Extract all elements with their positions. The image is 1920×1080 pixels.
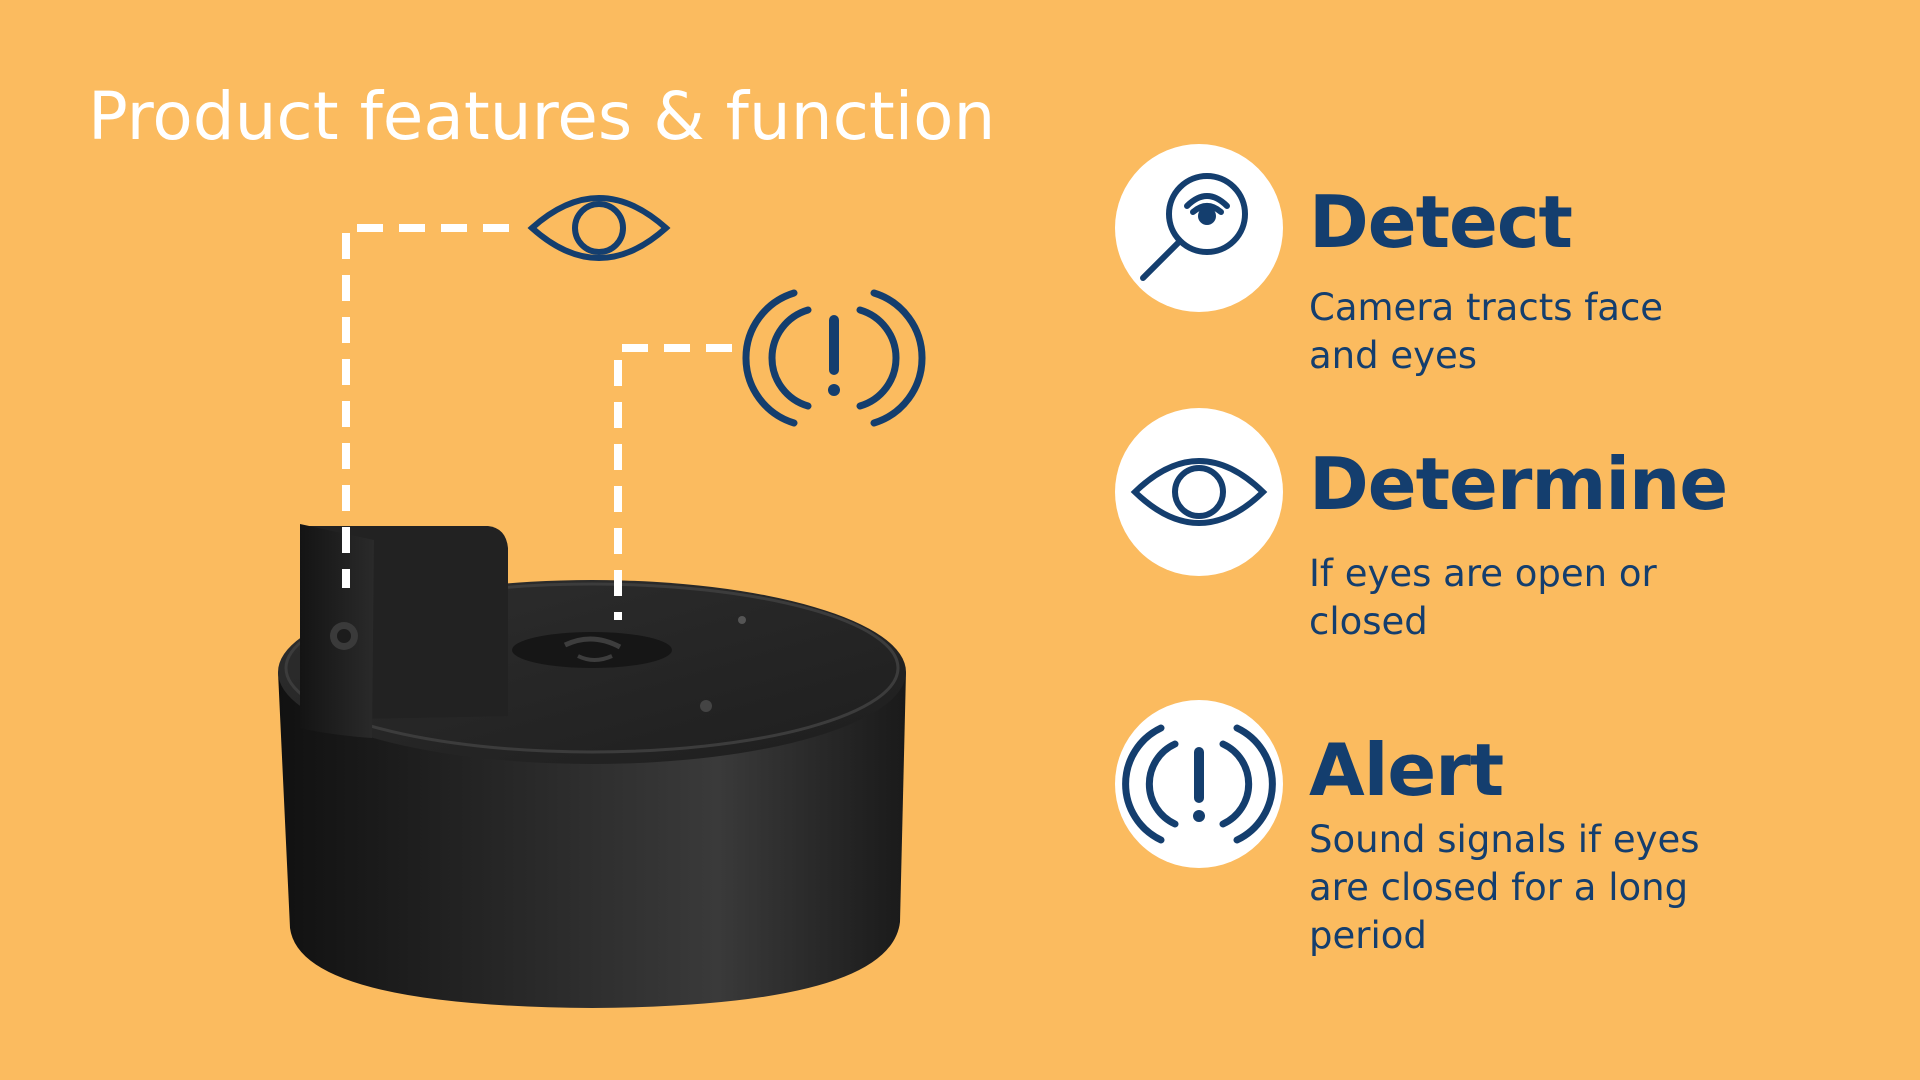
feature-description: If eyes are open or closed <box>1309 552 1657 643</box>
magnifier-eye-icon <box>1140 173 1248 281</box>
slide-title: Product features & function <box>88 78 996 155</box>
camera-housing <box>300 524 508 738</box>
feature-heading: Detect <box>1309 180 1573 264</box>
feature-description: Camera tracts face and eyes <box>1309 286 1664 377</box>
alert-callout-line <box>614 344 732 620</box>
alert-signal-icon <box>742 289 926 427</box>
alert-signal-icon <box>1122 724 1276 844</box>
feature-badge <box>1115 700 1283 868</box>
detect-callout-line <box>342 224 509 588</box>
callout-lines <box>342 224 732 620</box>
feature-description: Sound signals if eyes are closed for a l… <box>1309 818 1700 957</box>
feature-heading: Alert <box>1309 728 1504 812</box>
feature-heading: Determine <box>1309 442 1728 526</box>
feature-alert: Alert Sound signals if eyes are closed f… <box>1115 700 1875 960</box>
eye-icon <box>1130 458 1268 526</box>
feature-determine: Determine If eyes are open or closed <box>1115 408 1875 668</box>
feature-badge <box>1115 144 1283 312</box>
feature-badge <box>1115 408 1283 576</box>
feature-detect: Detect Camera tracts face and eyes <box>1115 144 1875 404</box>
eye-icon <box>527 195 671 261</box>
